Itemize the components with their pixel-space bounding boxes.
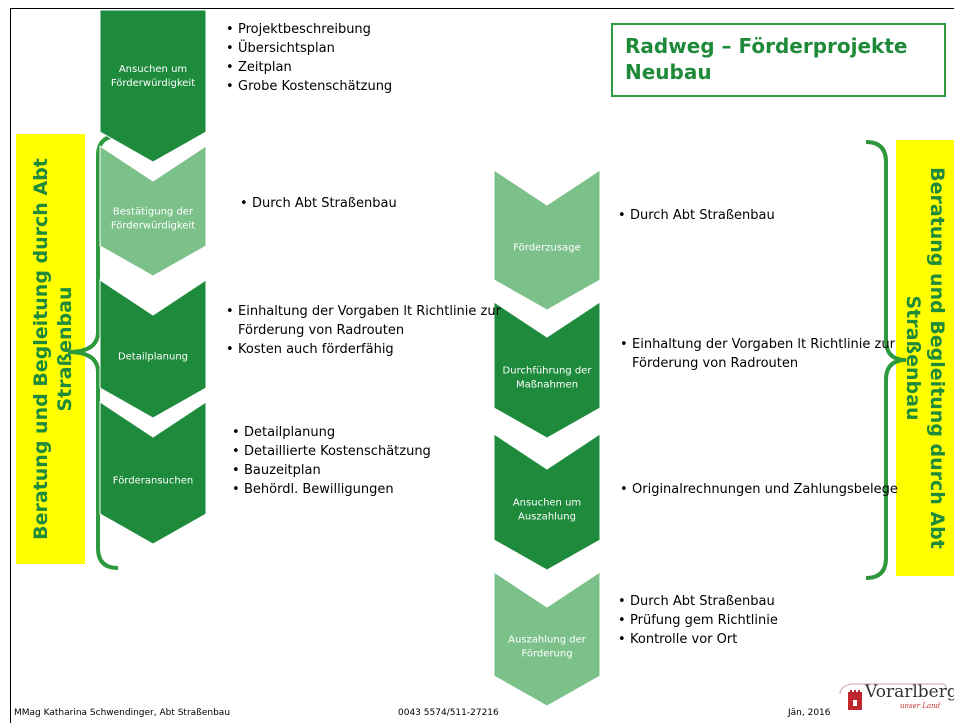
bullet-item: Grobe Kostenschätzung [226, 77, 392, 96]
left-chevron-1 [99, 9, 207, 163]
bullets-foerderzusage: Durch Abt Straßenbau [618, 206, 775, 225]
left-brace [67, 134, 119, 570]
vorarlberg-logo: Vorarlberg unser Land [838, 680, 954, 718]
bullets-foerderansuchen: Detailplanung Detaillierte Kostenschätzu… [232, 423, 431, 499]
logo-mark [839, 683, 947, 710]
right-chevron-label-1: Förderzusage [513, 243, 581, 254]
bullet-item: Durch Abt Straßenbau [240, 194, 397, 213]
bullet-item: Prüfung gem Richtlinie [618, 611, 778, 630]
bullet-item: Behördl. Bewilligungen [232, 480, 431, 499]
logo-text: Vorarlberg [865, 682, 954, 702]
footer-phone: 0043 5574/511-27216 [398, 708, 499, 718]
left-chevron-label-3: Detailplanung [118, 352, 188, 363]
bullet-item: Kosten auch förderfähig [226, 340, 508, 359]
bullets-auszahlung-foerderung: Durch Abt Straßenbau Prüfung gem Richtli… [618, 592, 778, 649]
left-chevron-2 [99, 145, 207, 277]
right-chevron-3 [493, 433, 601, 571]
bullets-ansuchen-foerderwuerdigkeit: Projektbeschreibung Übersichtsplan Zeitp… [226, 20, 392, 96]
bullet-item: Einhaltung der Vorgaben lt Richtlinie zu… [226, 302, 508, 340]
bullet-item: Kontrolle vor Ort [618, 630, 778, 649]
slide-border-left [10, 8, 11, 723]
bullets-ansuchen-auszahlung: Originalrechnungen und Zahlungsbelege [620, 480, 898, 499]
logo-subtext: unser Land [900, 702, 941, 710]
bullet-item: Detaillierte Kostenschätzung [232, 442, 431, 461]
left-chevron-4 [99, 401, 207, 545]
bullet-item: Bauzeitplan [232, 461, 431, 480]
bullet-item: Übersichtsplan [226, 39, 392, 58]
slide-title: Radweg – Förderprojekte Neubau [611, 23, 946, 97]
right-chevron-2 [493, 301, 601, 439]
bullet-item: Zeitplan [226, 58, 392, 77]
bullets-durchfuehrung: Einhaltung der Vorgaben lt Richtlinie zu… [620, 335, 902, 373]
footer-author: MMag Katharina Schwendinger, Abt Straßen… [14, 708, 231, 718]
bullet-item: Durch Abt Straßenbau [618, 206, 775, 225]
bullet-item: Projektbeschreibung [226, 20, 392, 39]
slide-border-top [10, 8, 954, 9]
bullet-item: Einhaltung der Vorgaben lt Richtlinie zu… [620, 335, 902, 373]
bullets-detailplanung: Einhaltung der Vorgaben lt Richtlinie zu… [226, 302, 508, 359]
right-brace [865, 140, 907, 580]
bullet-item: Originalrechnungen und Zahlungsbelege [620, 480, 898, 499]
bullets-bestaetigung: Durch Abt Straßenbau [240, 194, 397, 213]
bullet-item: Durch Abt Straßenbau [618, 592, 778, 611]
left-side-label-box [16, 134, 85, 564]
right-chevron-4 [493, 571, 601, 707]
footer-date: Jän, 2016 [788, 708, 831, 718]
left-chevron-3 [99, 279, 207, 419]
bullet-item: Detailplanung [232, 423, 431, 442]
left-chevron-label-4: Förderansuchen [113, 476, 193, 487]
right-chevron-1 [493, 169, 601, 311]
